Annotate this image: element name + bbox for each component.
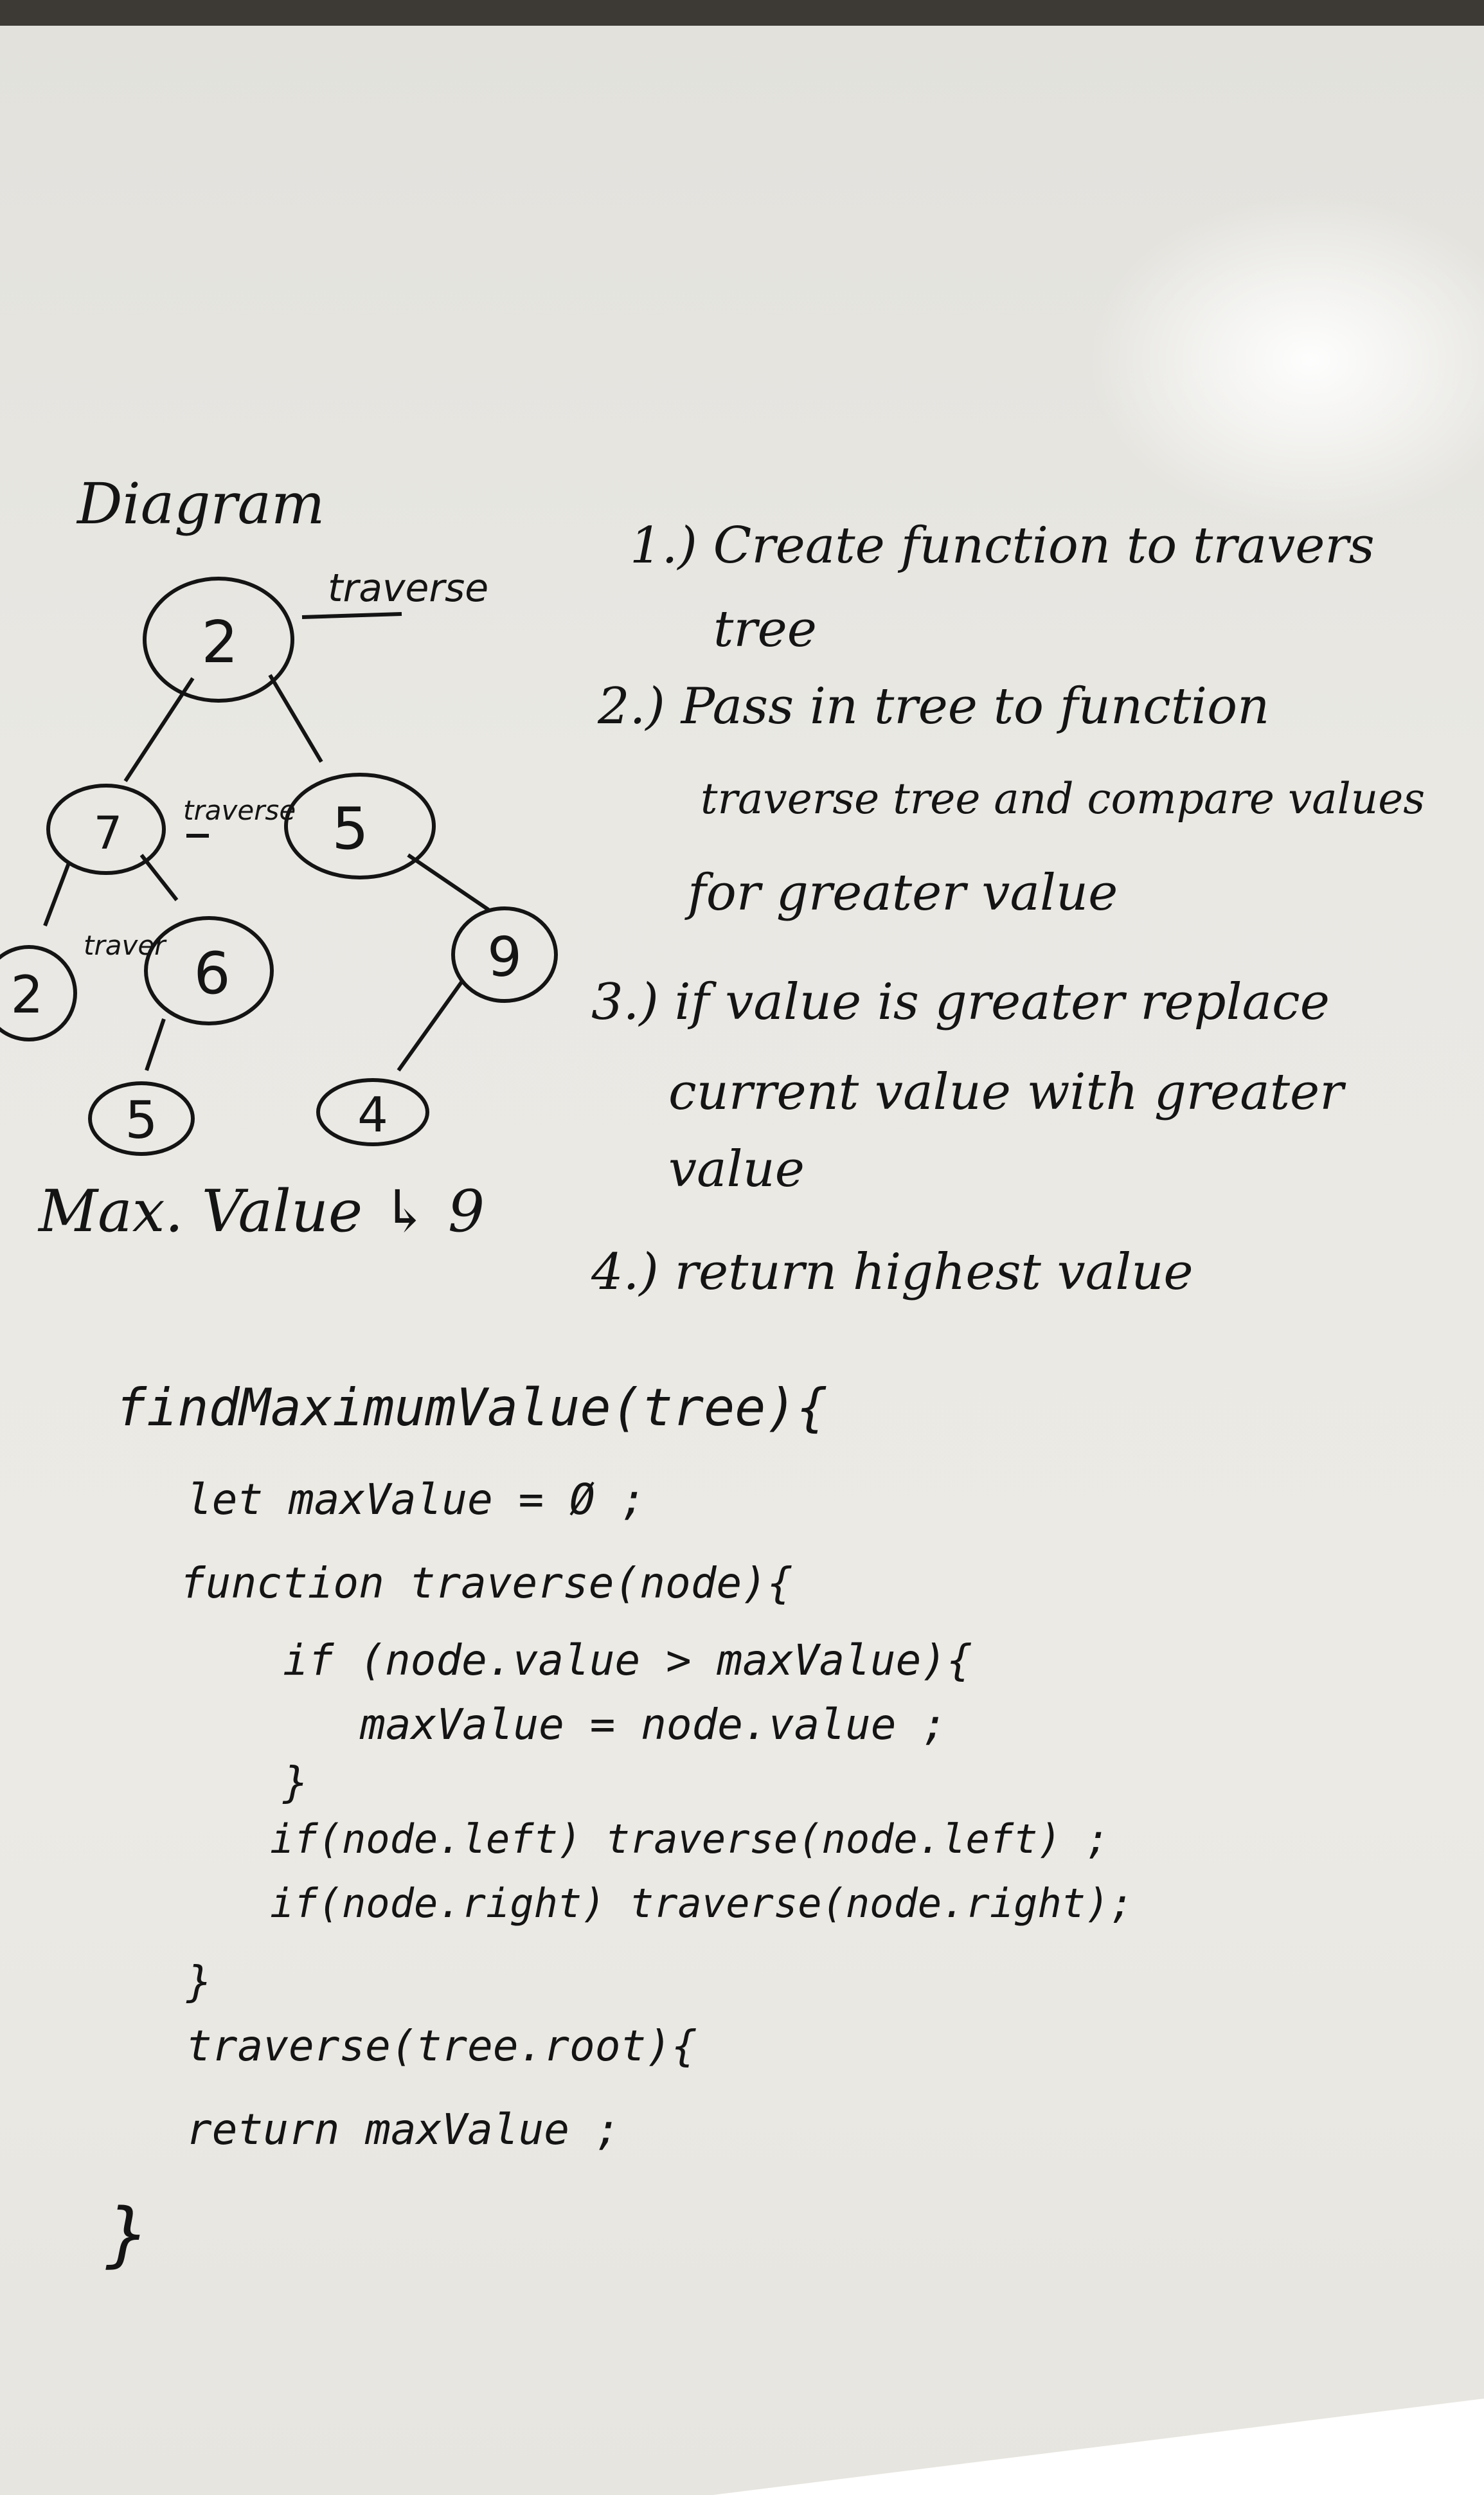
node-rightright-circle xyxy=(451,906,558,1003)
traverse-label-left: traverse xyxy=(183,795,296,826)
step-number: 1.) xyxy=(630,517,697,575)
step-2-cont-1: traverse tree and compare values xyxy=(701,774,1426,824)
code-line-8: if(node.right) traverse(node.right); xyxy=(270,1880,1134,1927)
code-line-12: } xyxy=(106,2193,149,2275)
step-number: 4.) xyxy=(591,1243,659,1301)
max-value-result: 9 xyxy=(447,1178,485,1245)
node-leftleft-value: 2 xyxy=(11,965,44,1025)
tree-nodes xyxy=(0,577,558,1156)
step-4: 4.) return highest value xyxy=(591,1247,1193,1297)
node-leftleft-circle xyxy=(0,945,77,1041)
step-text: return highest value xyxy=(674,1243,1193,1301)
code-line-2: let maxValue = Ø ; xyxy=(186,1475,647,1524)
code-line-1: findMaximumValue(tree){ xyxy=(116,1378,828,1437)
board-corner xyxy=(713,2399,1484,2495)
node-root-circle xyxy=(143,577,294,703)
node-left-value: 7 xyxy=(94,807,123,860)
max-value-label: Max. Value xyxy=(39,1178,363,1245)
traverse-label-root: traverse xyxy=(328,566,488,611)
edge-label-underline xyxy=(301,612,402,619)
code-line-4: if (node.value > maxValue){ xyxy=(283,1635,972,1685)
whiteboard: Diagram 2 7 5 2 6 xyxy=(0,26,1484,2495)
step-text: Pass in tree to function xyxy=(681,678,1270,735)
traverse-labels: traverse traverse traver xyxy=(84,566,488,961)
max-value-arrow-icon: ↳ xyxy=(380,1178,430,1245)
node-rightrightleft-circle xyxy=(316,1078,429,1146)
node-root-value: 2 xyxy=(201,609,238,676)
code-line-10: traverse(tree.root){ xyxy=(186,2021,697,2071)
node-right-circle xyxy=(284,773,436,879)
diagram-title: Diagram xyxy=(77,471,325,537)
edge-leftright-leftrightleft xyxy=(145,1018,166,1071)
step-text: if value is greater replace xyxy=(674,973,1330,1031)
step-3-cont-2: value xyxy=(668,1140,805,1198)
edge-rightright-rightrightleft xyxy=(397,979,465,1072)
code-line-11: return maxValue ; xyxy=(186,2105,621,2154)
step-number: 2.) xyxy=(598,678,665,735)
code-line-9: } xyxy=(186,1957,212,2006)
node-leftright-value: 6 xyxy=(193,940,230,1007)
step-1: 1.) Create function to travers xyxy=(630,521,1375,571)
node-right-value: 5 xyxy=(332,795,368,863)
traverse-label-leftleft: traver xyxy=(84,930,167,961)
step-3: 3.) if value is greater replace xyxy=(591,977,1330,1027)
tree-node-values: 2 7 5 2 6 5 9 4 xyxy=(11,609,523,1150)
node-leftrightleft-circle xyxy=(88,1081,195,1156)
code-line-3: function traverse(node){ xyxy=(180,1558,793,1608)
code-line-5: maxValue = node.value ; xyxy=(360,1700,947,1749)
node-leftrightleft-value: 5 xyxy=(125,1090,158,1150)
node-rightrightleft-value: 4 xyxy=(357,1086,388,1143)
edge-left-leftleft xyxy=(43,860,71,927)
tree-diagram: 2 7 5 2 6 5 9 4 traverse traverse traver xyxy=(0,566,558,1156)
edge-left-leftright xyxy=(139,854,179,901)
code-line-7: if(node.left) traverse(node.left) ; xyxy=(270,1815,1110,1862)
light-glare xyxy=(1086,193,1484,527)
step-2-cont-2: for greater value xyxy=(688,864,1118,922)
edge-right-rightright xyxy=(407,853,490,912)
edge-root-right xyxy=(268,674,323,763)
edge-root-left xyxy=(123,677,195,782)
node-left-circle xyxy=(46,784,166,875)
node-rightright-value: 9 xyxy=(487,926,522,989)
step-3-cont-1: current value with greater xyxy=(668,1063,1344,1121)
step-number: 3.) xyxy=(591,973,659,1031)
step-text: Create function to travers xyxy=(713,517,1375,575)
node-leftright-circle xyxy=(144,916,274,1025)
max-value-line: Max. Value ↳ 9 xyxy=(39,1183,485,1241)
step-1-cont: tree xyxy=(713,600,817,658)
step-2: 2.) Pass in tree to function xyxy=(598,681,1269,732)
tree-edges xyxy=(43,612,490,1072)
code-line-6: } xyxy=(283,1758,308,1807)
